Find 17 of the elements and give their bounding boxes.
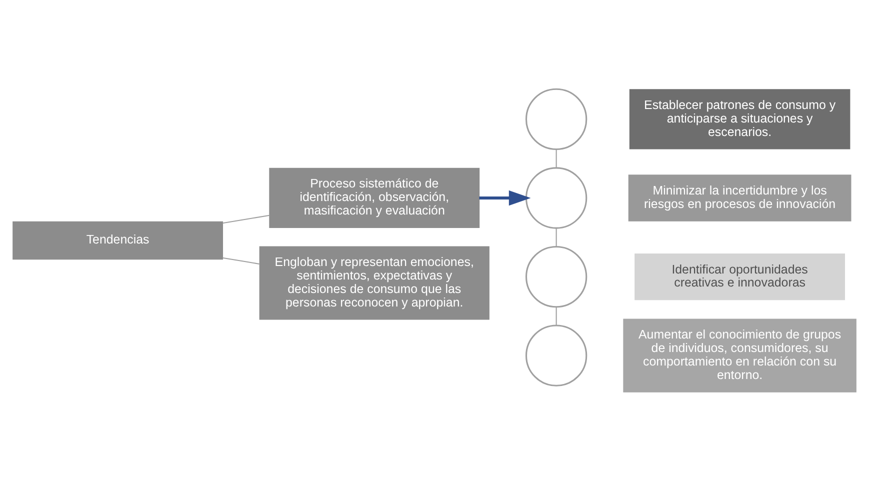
node-circle <box>525 88 588 150</box>
node-box: Minimizar la incertidumbre y los riesgos en procesos de innovación <box>628 174 852 221</box>
node-box: Identificar oportunidades creativas e innovadoras <box>634 252 846 300</box>
connector <box>556 306 557 325</box>
node-circle <box>525 245 588 308</box>
node-box: Engloban y representan emociones, sentimientos, expectativas y decisiones de consumo que las personas reconocen y apropian. <box>259 246 490 320</box>
connector <box>222 256 260 264</box>
node-box: Tendencias <box>12 220 224 260</box>
node-box: Establecer patrones de consumo y anticiparse a situaciones y escenarios. <box>629 88 850 149</box>
connector <box>556 149 557 168</box>
node-box: Proceso sistemático de identificación, observación, masificación y evaluación <box>269 167 480 228</box>
arrow <box>479 190 531 206</box>
node-box: Aumentar el conocimiento de grupos de individuos, consumidores, su comportamiento en relación con su entorno. <box>623 318 856 392</box>
node-circle <box>525 324 588 386</box>
connector <box>556 228 557 246</box>
connector <box>222 214 270 224</box>
node-circle <box>525 166 588 228</box>
